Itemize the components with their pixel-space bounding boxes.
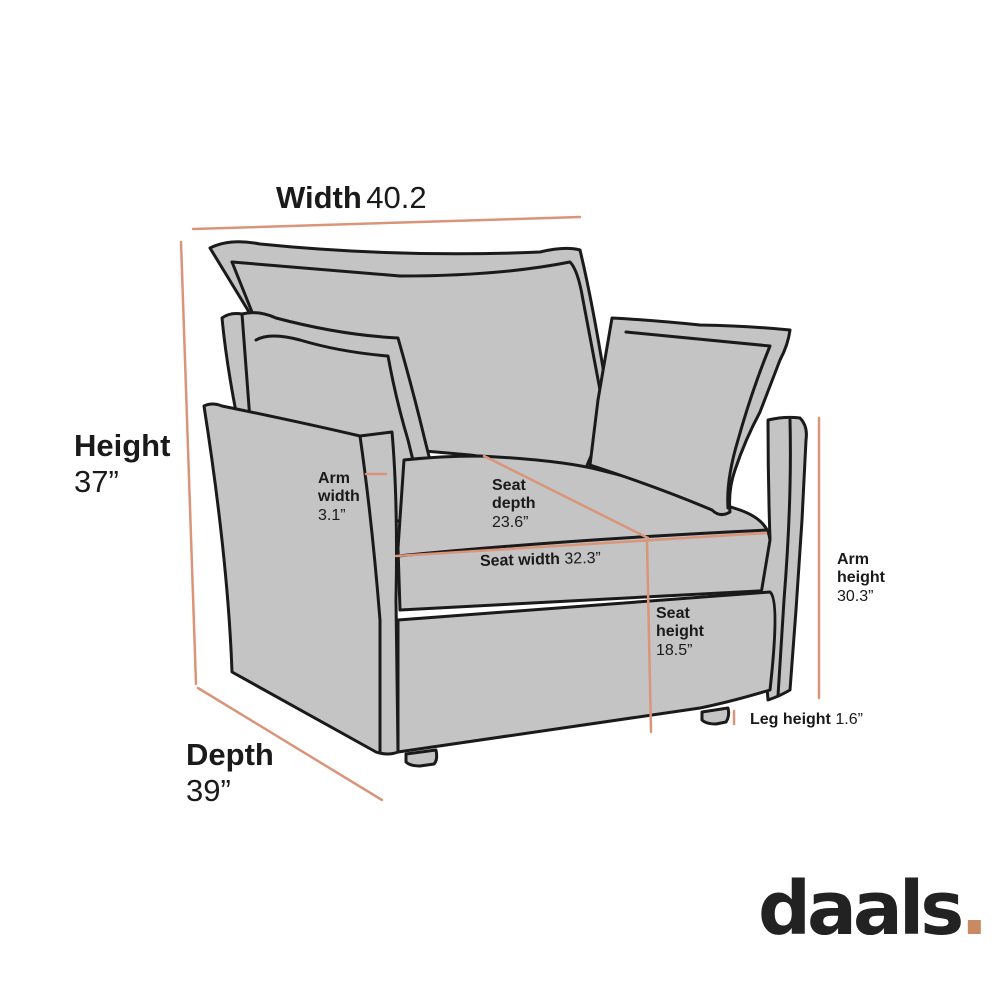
arm-width-title-2: width bbox=[318, 488, 360, 506]
arm-height-label: Arm height 30.3” bbox=[837, 551, 885, 606]
depth-title: Depth bbox=[186, 737, 274, 772]
leg-height-title: Leg height bbox=[750, 711, 831, 728]
seat-height-title-2: height bbox=[656, 623, 704, 641]
width-dimension-line bbox=[191, 215, 582, 231]
depth-dimension-line bbox=[196, 686, 384, 802]
left-arm bbox=[202, 402, 400, 756]
arm-width-value: 3.1” bbox=[318, 506, 346, 524]
width-label: Width 40.2 bbox=[276, 180, 427, 216]
brand-logo-dot: . bbox=[960, 866, 988, 952]
seat-height-title-1: Seat bbox=[656, 605, 690, 622]
seat-width-title: Seat width bbox=[479, 550, 561, 570]
height-label: Height 37” bbox=[74, 428, 170, 499]
seat-width-label: Seat width 32.3” bbox=[480, 550, 601, 572]
brand-logo: daals. bbox=[758, 872, 988, 946]
leg-height-label: Leg height 1.6” bbox=[750, 711, 863, 729]
seat-width-value: 32.3” bbox=[564, 549, 602, 568]
arm-width-label: Arm width 3.1” bbox=[318, 470, 360, 525]
seat-depth-label: Seat depth 23.6” bbox=[492, 477, 536, 532]
seat-height-label: Seat height 18.5” bbox=[656, 605, 704, 660]
seat-base bbox=[396, 590, 777, 754]
arm-width-title-1: Arm bbox=[318, 470, 351, 487]
seat-height-value: 18.5” bbox=[656, 641, 693, 659]
depth-value: 39” bbox=[186, 772, 231, 808]
seat-depth-title-1: Seat bbox=[492, 477, 526, 494]
front-right-leg bbox=[700, 706, 731, 726]
depth-label: Depth 39” bbox=[186, 737, 274, 808]
width-title: Width bbox=[276, 180, 362, 215]
brand-logo-text: daals bbox=[758, 866, 964, 952]
right-throw-pillow bbox=[588, 316, 792, 517]
width-value: 40.2 bbox=[366, 180, 427, 215]
leg-height-value: 1.6” bbox=[835, 711, 863, 728]
seat-depth-value: 23.6” bbox=[492, 513, 529, 531]
seat-width-dimension-line bbox=[394, 531, 768, 558]
seat-depth-title-2: depth bbox=[492, 495, 536, 513]
seat-depth-dimension-line bbox=[482, 454, 650, 540]
height-title: Height bbox=[74, 428, 171, 463]
height-value: 37” bbox=[74, 463, 119, 499]
arm-height-value: 30.3” bbox=[837, 587, 874, 605]
arm-height-title-2: height bbox=[837, 569, 885, 587]
seat-height-dimension-line bbox=[645, 540, 653, 734]
height-dimension-line bbox=[179, 240, 198, 686]
arm-height-title-1: Arm bbox=[837, 551, 870, 568]
front-left-leg bbox=[404, 748, 439, 768]
